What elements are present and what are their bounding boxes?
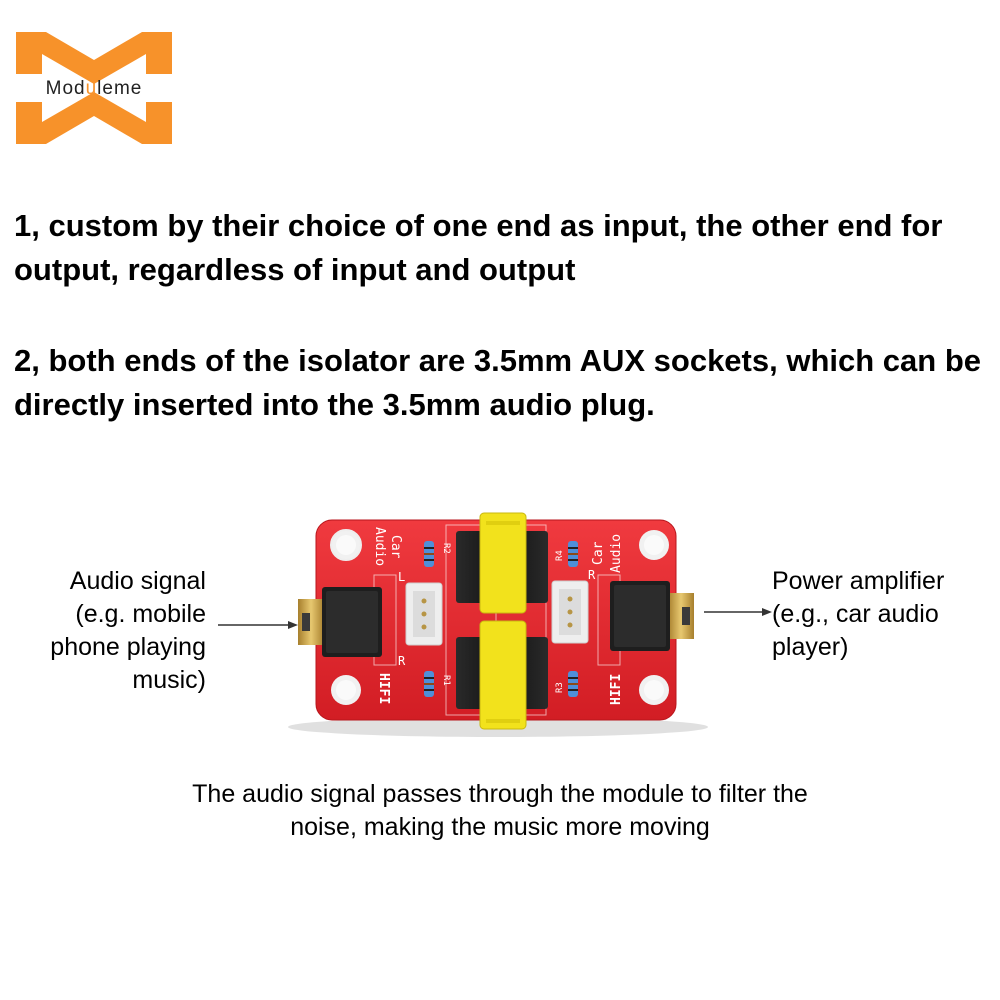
silk-l-left: L (398, 570, 405, 584)
module-caption: The audio signal passes through the modu… (100, 778, 900, 844)
silk-r1: R1 (441, 675, 451, 686)
input-signal-label: Audio signal (e.g. mobile phone playing … (20, 565, 206, 697)
mounting-hole (639, 675, 669, 705)
output-arrow-icon (704, 608, 772, 616)
silk-car-right: Car (591, 541, 606, 565)
feature-paragraph-2: 2, both ends of the isolator are 3.5mm A… (14, 343, 981, 422)
silk-audio-right: Audio (609, 534, 624, 573)
mounting-hole (330, 529, 362, 561)
resistor-r1 (424, 671, 434, 697)
right-aux-jack (610, 581, 694, 651)
output-label-line: (e.g., car audio (772, 600, 939, 628)
resistor-r4 (568, 541, 578, 567)
silk-r4: R4 (555, 550, 565, 561)
isolator-board-photo: Car Audio HIFI L R R2 R1 Car Audio HIFI … (288, 512, 708, 737)
left-aux-jack (298, 587, 382, 657)
mounting-hole (639, 530, 669, 560)
logo-text-start: Mod (45, 78, 86, 99)
moduleme-logo (16, 32, 172, 144)
input-arrow-icon (218, 621, 298, 629)
output-label-line: player) (772, 633, 849, 661)
silk-hifi-right: HIFI (609, 674, 624, 705)
top-transformer (456, 512, 548, 614)
silk-audio-left: Audio (372, 527, 387, 566)
silk-hifi-left: HIFI (376, 673, 391, 704)
output-device-label: Power amplifier (e.g., car audio player) (772, 565, 997, 664)
input-label-line: (e.g. mobile (75, 600, 206, 628)
input-label-line: phone playing (50, 633, 206, 661)
silk-r2: R2 (441, 543, 451, 554)
input-label-line: Audio signal (69, 567, 206, 595)
logo-wordmark: Moduleme (10, 78, 178, 100)
mounting-hole (331, 675, 361, 705)
silk-r-right: R (588, 568, 596, 582)
logo-text-end: leme (97, 78, 143, 99)
input-label-line: music) (132, 666, 206, 694)
bottom-transformer (456, 620, 548, 730)
resistor-r2 (424, 541, 434, 567)
resistor-r3 (568, 671, 578, 697)
right-header-connector (551, 580, 589, 644)
feature-paragraph-1: 1, custom by their choice of one end as … (14, 208, 943, 287)
logo-m-shape (16, 32, 172, 144)
output-label-line: Power amplifier (772, 567, 945, 595)
caption-line: noise, making the music more moving (290, 813, 710, 841)
logo-text-highlight: u (85, 78, 98, 99)
silk-r3: R3 (555, 682, 565, 693)
left-header-connector (405, 582, 443, 646)
silk-car-left: Car (388, 535, 403, 559)
caption-line: The audio signal passes through the modu… (192, 780, 808, 808)
silk-r-left: R (398, 654, 406, 668)
